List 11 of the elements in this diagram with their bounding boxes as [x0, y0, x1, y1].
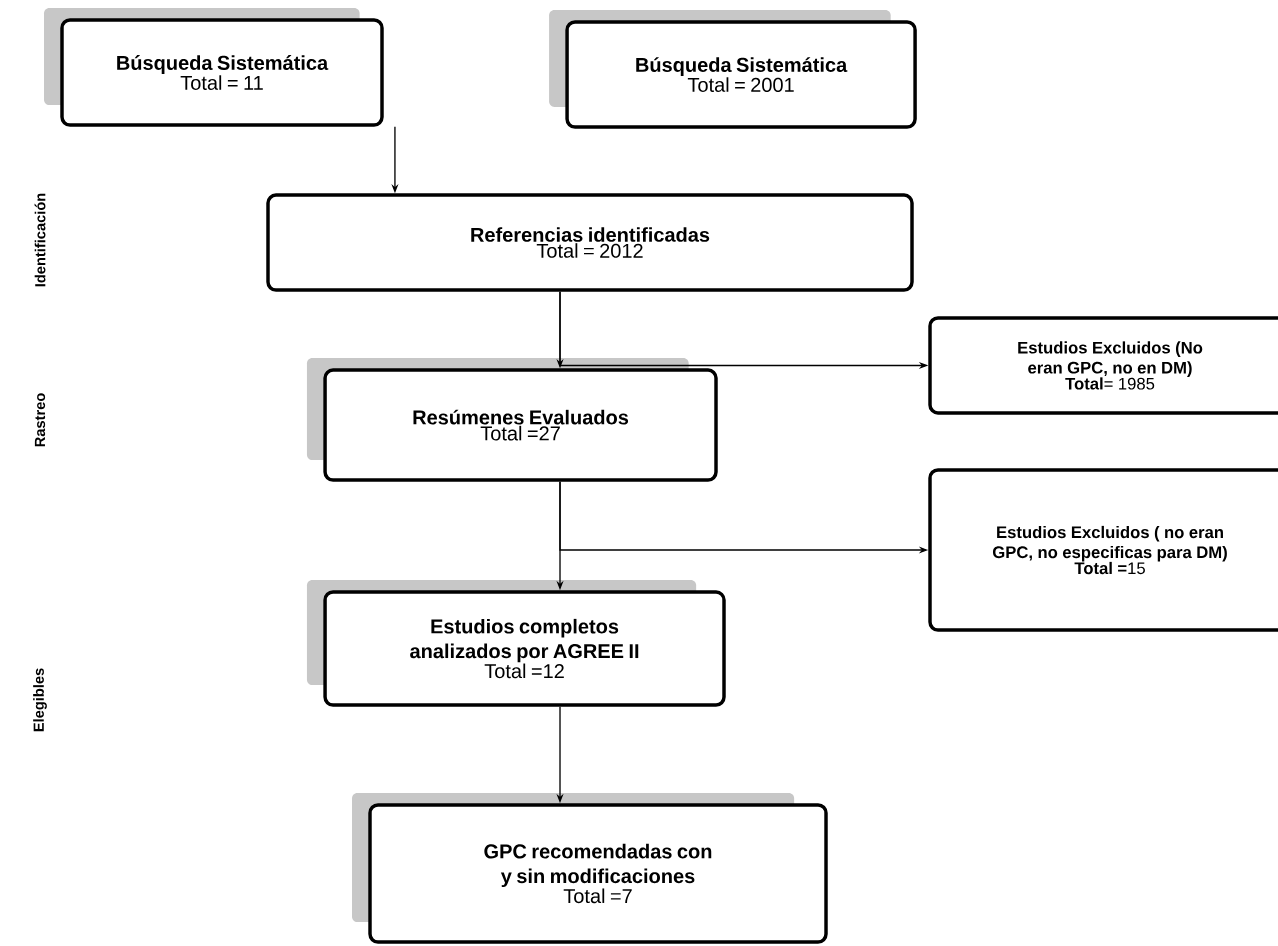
process-box: Referencias identificadas Total = 2012: [266, 193, 914, 292]
stage-label: Elegibles: [33, 668, 47, 732]
process-box: Búsqueda Sistemática Total = 2001: [549, 10, 917, 129]
process-box: Búsqueda Sistemática Total = 11: [44, 8, 384, 127]
process-box: GPC recomendadas con y sin modificaciones Total =7: [352, 793, 828, 944]
process-box: Estudios Excluidos ( no eran GPC, no especificas para DM) Total =15: [928, 468, 1278, 632]
process-box: Estudios completos analizados por AGREE II Total =12: [306, 580, 726, 707]
stage-label: Rastreo: [34, 393, 46, 447]
process-box: Resúmenes Evaluados Total =27: [306, 358, 718, 482]
stage-label: Identificación: [34, 193, 46, 287]
process-box: Estudios Excluidos (No eran GPC, no en DM) Total= 1985: [928, 316, 1278, 415]
